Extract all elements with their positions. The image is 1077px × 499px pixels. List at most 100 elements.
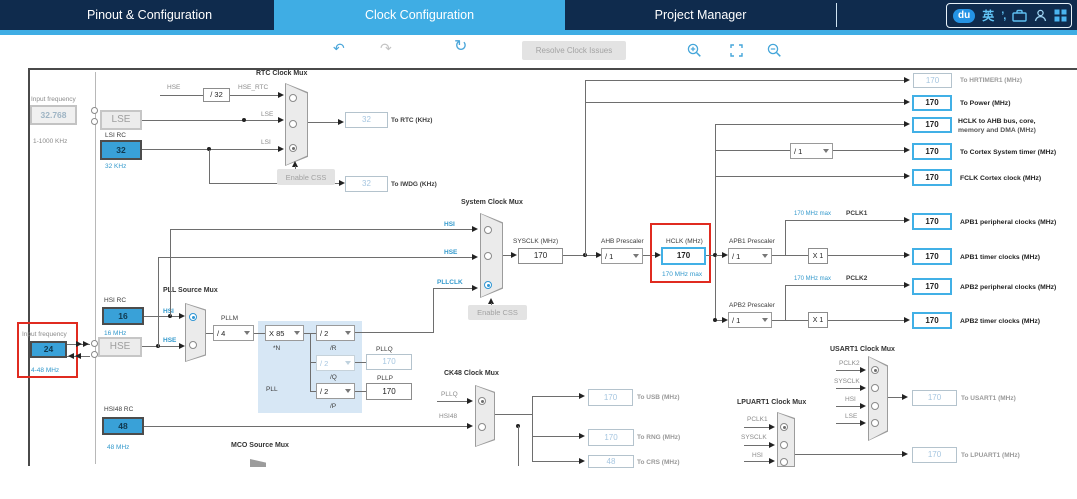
arrowhead-up	[488, 298, 494, 304]
apb1-timer-value[interactable]: 170	[912, 248, 952, 265]
wire	[828, 255, 905, 256]
arrowhead	[904, 121, 910, 127]
hclk-ahb-bus-value[interactable]: 170	[912, 117, 952, 133]
to-cortex-timer-value[interactable]: 170	[912, 143, 952, 160]
apb2-peripheral-label: APB2 peripheral clocks (MHz)	[960, 284, 1057, 291]
pll-source-mux	[185, 303, 206, 362]
rtc-enable-css-label: Enable CSS	[285, 172, 327, 182]
sysclk-label: SYSCLK (MHz)	[513, 238, 559, 245]
sys-hse-wire-label: HSE	[444, 249, 458, 256]
du-badge[interactable]: du	[953, 8, 976, 23]
cortex-timer-divider-dropdown[interactable]: / 1	[790, 143, 833, 159]
ck48-mux-radio-pllq[interactable]	[478, 397, 486, 405]
lpuart1-mux-radio-sysclk[interactable]	[780, 441, 788, 449]
hclk-ahb-bus-label-2: memory and DMA (MHz)	[958, 127, 1036, 134]
wire	[308, 122, 340, 123]
briefcase-icon[interactable]	[1012, 9, 1028, 22]
rtc-mux-radio-lse[interactable]	[289, 120, 297, 128]
hclk-value[interactable]: 170	[661, 247, 706, 265]
translate-badge[interactable]: 英	[982, 9, 995, 23]
wire	[532, 436, 581, 437]
pll-mux-radio-hse[interactable]	[189, 341, 197, 349]
usart1-mux-radio-pclk2[interactable]	[871, 366, 879, 374]
wire	[772, 255, 808, 256]
usart1-mux-radio-lse[interactable]	[871, 419, 879, 427]
system-clock-mux-title: System Clock Mux	[461, 199, 523, 206]
chevron-down-icon	[633, 254, 639, 258]
wire	[836, 423, 863, 424]
wire	[744, 461, 772, 462]
to-usart1-label: To USART1 (MHz)	[961, 395, 1016, 402]
lpuart1-mux-radio-pclk1[interactable]	[780, 423, 788, 431]
arrowhead	[902, 451, 908, 457]
sys-enable-css-button: Enable CSS	[468, 305, 527, 320]
wire	[160, 95, 204, 96]
wire	[503, 255, 515, 256]
pllm-dropdown[interactable]: / 4	[213, 325, 254, 341]
to-crs-value: 48	[588, 455, 634, 468]
to-power-value[interactable]: 170	[912, 95, 952, 111]
tab-pinout-configuration[interactable]: Pinout & Configuration	[25, 0, 274, 30]
ck48-mux-radio-hsi48[interactable]	[478, 423, 486, 431]
zoom-out-icon[interactable]	[767, 43, 782, 62]
arrowhead	[769, 424, 775, 430]
wire	[716, 320, 726, 321]
to-rtc-value: 32	[345, 112, 388, 128]
wire	[715, 124, 716, 321]
user-icon[interactable]	[1034, 9, 1047, 22]
apb1-peripheral-value[interactable]: 170	[912, 213, 952, 230]
lpuart1-mux-radio-hsi[interactable]	[780, 458, 788, 466]
sys-mux-radio-hsi[interactable]	[484, 226, 492, 234]
sys-mux-radio-hse[interactable]	[484, 252, 492, 260]
sys-mux-radio-pllclk[interactable]	[484, 281, 492, 289]
to-rtc-label: To RTC (KHz)	[391, 117, 433, 124]
hclk-ahb-bus-label-1: HCLK to AHB bus, core,	[958, 118, 1036, 125]
apb1-prescaler-label: APB1 Prescaler	[729, 238, 775, 245]
reset-icon[interactable]: ↻	[454, 38, 468, 55]
tab-clock-configuration[interactable]: Clock Configuration	[274, 0, 565, 30]
junction-dot	[713, 318, 717, 322]
wire	[836, 406, 863, 407]
hse-oscillator-box: HSE	[98, 337, 142, 357]
rtc-mux-radio-lsi[interactable]	[289, 144, 297, 152]
usart1-mux-radio-sysclk[interactable]	[871, 384, 879, 392]
tab-project-manager[interactable]: Project Manager	[565, 0, 836, 30]
rtc-mux-radio-hse[interactable]	[289, 94, 297, 102]
undo-icon[interactable]: ↶	[333, 40, 345, 56]
rtc-lse-input-label: LSE	[261, 111, 274, 118]
apb1-timer-multiplier: X 1	[808, 248, 828, 264]
apb1-prescaler-dropdown[interactable]: / 1	[728, 248, 772, 264]
pll-p-dropdown[interactable]: / 2	[316, 383, 355, 399]
fit-to-screen-icon[interactable]	[730, 44, 743, 61]
arrowhead	[75, 353, 81, 359]
apb2-peripheral-value[interactable]: 170	[912, 278, 952, 295]
hsi-frequency-note: 16 MHz	[104, 330, 127, 337]
wire	[785, 285, 905, 286]
pclk2-max-note: 170 MHz max	[794, 276, 832, 282]
lse-input-frequency-value: 32.768	[30, 105, 77, 125]
hse-input-frequency-value[interactable]: 24	[30, 341, 67, 358]
wire	[715, 150, 790, 151]
to-hrtimer1-value: 170	[913, 73, 952, 88]
apb2-timer-value[interactable]: 170	[912, 312, 952, 329]
osc32-out-pin	[91, 118, 98, 125]
usart1-lse-label: LSE	[845, 413, 858, 420]
fclk-value[interactable]: 170	[912, 169, 952, 186]
pll-mux-radio-hsi[interactable]	[189, 313, 197, 321]
apb2-prescaler-dropdown[interactable]: / 1	[728, 312, 772, 328]
wire	[295, 166, 296, 170]
wire	[716, 255, 726, 256]
usart1-mux-title: USART1 Clock Mux	[830, 346, 895, 353]
pll-n-dropdown[interactable]: X 85	[265, 325, 304, 341]
mco-source-mux-title: MCO Source Mux	[231, 442, 289, 449]
apps-grid-icon[interactable]	[1054, 9, 1067, 22]
ahb-prescaler-dropdown[interactable]: / 1	[601, 248, 643, 264]
quote-icon[interactable]: ’,	[1001, 9, 1006, 22]
usart1-mux-radio-hsi[interactable]	[871, 402, 879, 410]
arrowhead	[655, 252, 661, 258]
zoom-in-icon[interactable]	[687, 43, 702, 62]
to-rng-value: 170	[588, 429, 634, 446]
pll-r-dropdown[interactable]: / 2	[316, 325, 355, 341]
ck48-pllq-input-label: PLLQ	[441, 391, 458, 398]
wire	[170, 229, 474, 230]
